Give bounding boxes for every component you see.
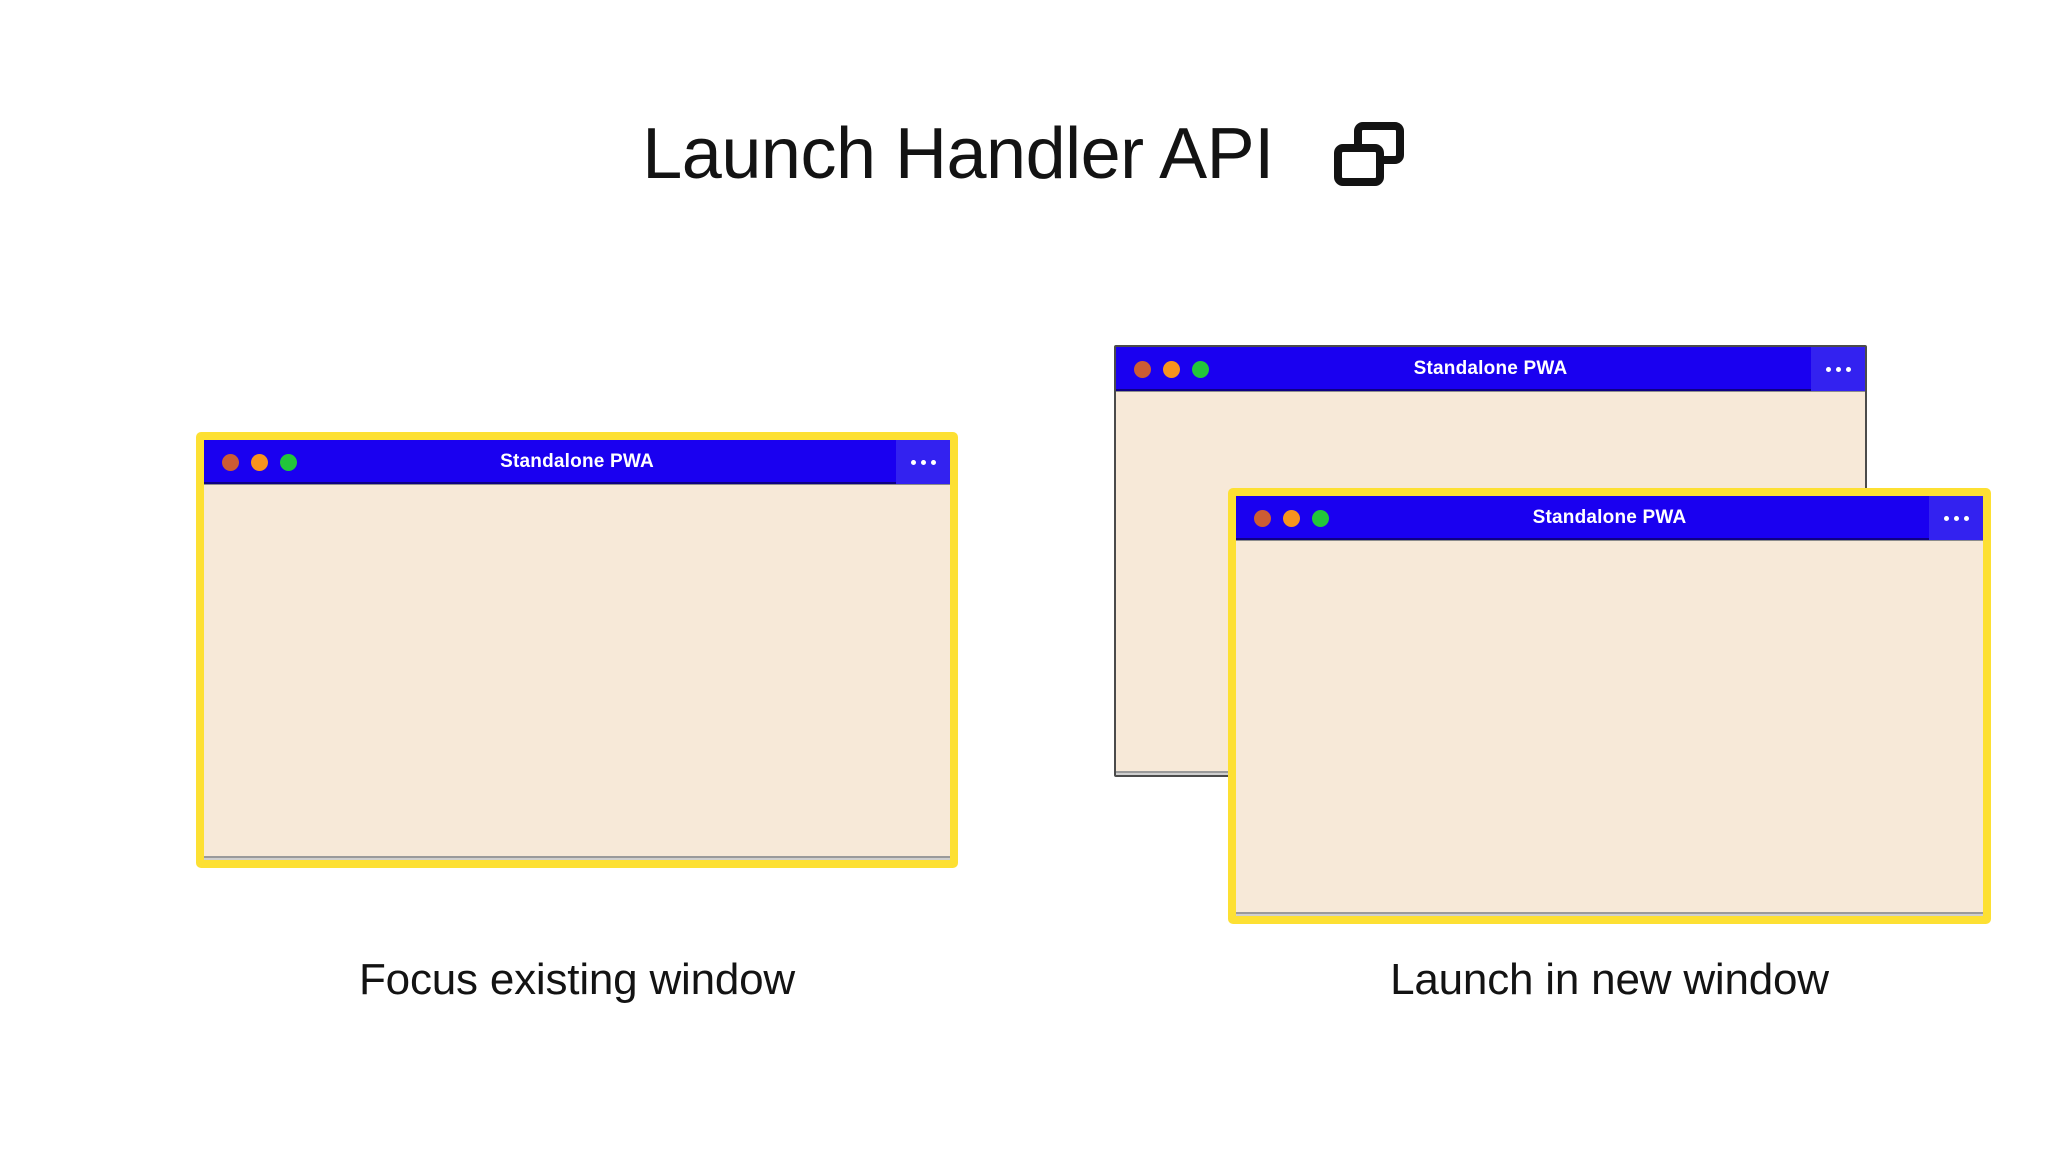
minimize-button-icon[interactable]	[1283, 509, 1300, 527]
window-titlebar[interactable]: Standalone PWA	[1116, 347, 1865, 391]
window-inner: Standalone PWA	[1236, 496, 1983, 916]
multiple-windows-icon	[1332, 120, 1406, 188]
more-dot	[910, 459, 916, 465]
minimize-button-icon[interactable]	[1163, 360, 1180, 378]
more-dot	[1953, 515, 1959, 521]
more-options-icon[interactable]	[896, 440, 950, 484]
more-dot	[930, 459, 936, 465]
window-title: Standalone PWA	[1413, 358, 1568, 379]
close-button-icon[interactable]	[222, 453, 239, 471]
window-titlebar[interactable]: Standalone PWA	[204, 440, 950, 484]
window-title: Standalone PWA	[1532, 507, 1687, 528]
page-header: Launch Handler API	[0, 118, 2048, 190]
window-focus-existing[interactable]: Standalone PWA	[196, 432, 958, 868]
more-options-icon[interactable]	[1811, 347, 1865, 391]
window-inner: Standalone PWA	[204, 440, 950, 860]
more-dot	[1845, 366, 1851, 372]
more-dot	[1835, 366, 1841, 372]
close-button-icon[interactable]	[1254, 509, 1271, 527]
caption-launch-in-new-window: Launch in new window	[1390, 955, 1829, 1004]
maximize-button-icon[interactable]	[1312, 509, 1329, 527]
traffic-lights	[1116, 360, 1209, 378]
page-title: Launch Handler API	[642, 114, 1274, 194]
more-dot	[1825, 366, 1831, 372]
caption-focus-existing-window: Focus existing window	[359, 955, 795, 1004]
more-options-icon[interactable]	[1929, 496, 1983, 540]
window-title: Standalone PWA	[500, 451, 654, 472]
more-dot	[1943, 515, 1949, 521]
traffic-lights	[1236, 509, 1329, 527]
window-titlebar[interactable]: Standalone PWA	[1236, 496, 1983, 540]
maximize-button-icon[interactable]	[1192, 360, 1209, 378]
window-content-area	[204, 484, 950, 860]
window-new-window-front[interactable]: Standalone PWA	[1228, 488, 1991, 924]
window-content-area	[1236, 540, 1983, 916]
close-button-icon[interactable]	[1134, 360, 1151, 378]
traffic-lights	[204, 453, 297, 471]
more-dot	[920, 459, 926, 465]
maximize-button-icon[interactable]	[280, 453, 297, 471]
minimize-button-icon[interactable]	[251, 453, 268, 471]
more-dot	[1963, 515, 1969, 521]
